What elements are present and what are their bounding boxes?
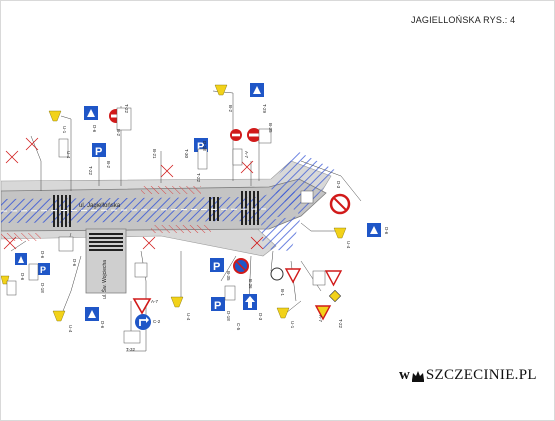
leader-lines [10,90,362,352]
northeast-branch [269,151,337,216]
sign-parking-icon: P [38,263,50,275]
svg-text:U-4: U-4 [68,325,73,333]
svg-text:T-22: T-22 [196,173,201,183]
svg-text:D-6: D-6 [40,251,45,259]
sign-priority-road-icon [328,289,342,303]
svg-text:B-36: B-36 [248,279,253,289]
sign-no-parking-icon [233,258,249,274]
svg-text:D-6: D-6 [92,125,97,133]
road-centerline [1,208,267,212]
svg-text:D-18: D-18 [202,141,207,151]
svg-text:P: P [40,265,46,275]
street-label-cross: ul. Św. Wojciecha [100,260,108,299]
svg-text:D-18: D-18 [226,311,231,321]
svg-text:U-4: U-4 [346,241,351,249]
svg-text:B-2: B-2 [106,161,111,169]
sign-parking-icon: P [194,138,208,153]
southeast-branch [261,216,301,251]
sign-no-entry-icon [230,129,242,141]
logo-prefix: w [399,367,410,383]
hatch-island [141,186,201,194]
svg-text:D-6: D-6 [100,321,105,329]
hatch-island [1,233,41,241]
svg-text:U-1: U-1 [62,126,67,134]
sign-warning-icon [324,270,343,287]
sign-yield-icon [314,305,332,321]
svg-text:B-2: B-2 [116,129,121,137]
svg-text:B-35: B-35 [268,123,273,133]
delineator-posts [1,84,347,322]
svg-text:P: P [214,300,221,312]
lane-marking-blue [1,187,301,223]
sign-parking-icon: P [211,297,225,312]
sign-pedestrian-crossing-icon [15,253,27,265]
svg-text:B-1: B-1 [280,289,285,297]
svg-text:A-7: A-7 [318,315,323,323]
sign-pedestrian-crossing-icon [367,223,381,237]
svg-text:D-6: D-6 [72,259,77,267]
sign-yield-icon [284,268,302,284]
svg-text:T-22: T-22 [88,166,93,176]
sign-pedestrian-crossing-icon [84,106,98,120]
svg-text:P: P [95,146,102,158]
sign-parking-icon: P [92,143,106,158]
svg-text:T-22: T-22 [338,319,343,329]
sign-code-labels: T-22 U-1 D-6 B-2 D-18 T-22 T-29 B-2 B-35… [20,104,389,352]
svg-text:T-29: T-29 [262,104,267,114]
site-logo[interactable]: w SZCZECINIE.PL [399,367,537,384]
sign-pedestrian-crossing-icon [85,307,99,321]
hatch-island [151,225,211,233]
svg-text:U-4: U-4 [66,151,71,159]
crosswalk [89,233,123,251]
svg-text:D-6: D-6 [20,273,25,281]
sign-circle-icon [270,267,284,281]
svg-text:U-4: U-4 [186,313,191,321]
svg-text:C-2: C-2 [153,319,161,324]
sign-no-turn-icon [329,193,351,215]
removed-sign-marks [3,137,264,250]
sign-parking-icon: P [210,258,224,273]
svg-text:D-3: D-3 [336,181,341,189]
sign-plate-boxes [6,107,326,344]
svg-text:T-22: T-22 [124,104,129,114]
sign-pedestrian-crossing-icon [250,83,264,97]
svg-text:A-7: A-7 [151,299,159,304]
svg-text:P: P [197,141,204,153]
svg-text:B-21: B-21 [152,149,157,159]
svg-text:C-5: C-5 [236,323,241,331]
svg-text:B-35: B-35 [226,271,231,281]
svg-text:A-7: A-7 [244,151,249,159]
drawing-title: JAGIELLOŃSKA RYS.: 4 [411,15,516,25]
svg-text:T-32: T-32 [126,347,136,352]
svg-text:P: P [213,261,220,273]
svg-text:D-18: D-18 [40,283,45,293]
svg-text:U-1: U-1 [290,321,295,329]
sign-one-way-icon [243,294,257,310]
crosswalk [239,191,261,225]
sign-yield-icon [132,298,152,315]
sign-mandatory-direction-icon [135,314,151,330]
svg-text:T-30: T-30 [184,149,189,159]
crown-icon [411,370,424,382]
svg-text:D-6: D-6 [384,227,389,235]
logo-name: SZCZECINIE.PL [425,367,537,383]
svg-text:B-2: B-2 [228,105,233,113]
street-label-main: ul. Jagiellońska [79,203,121,209]
sign-no-entry-icon [247,128,261,142]
svg-text:D-3: D-3 [258,313,263,321]
